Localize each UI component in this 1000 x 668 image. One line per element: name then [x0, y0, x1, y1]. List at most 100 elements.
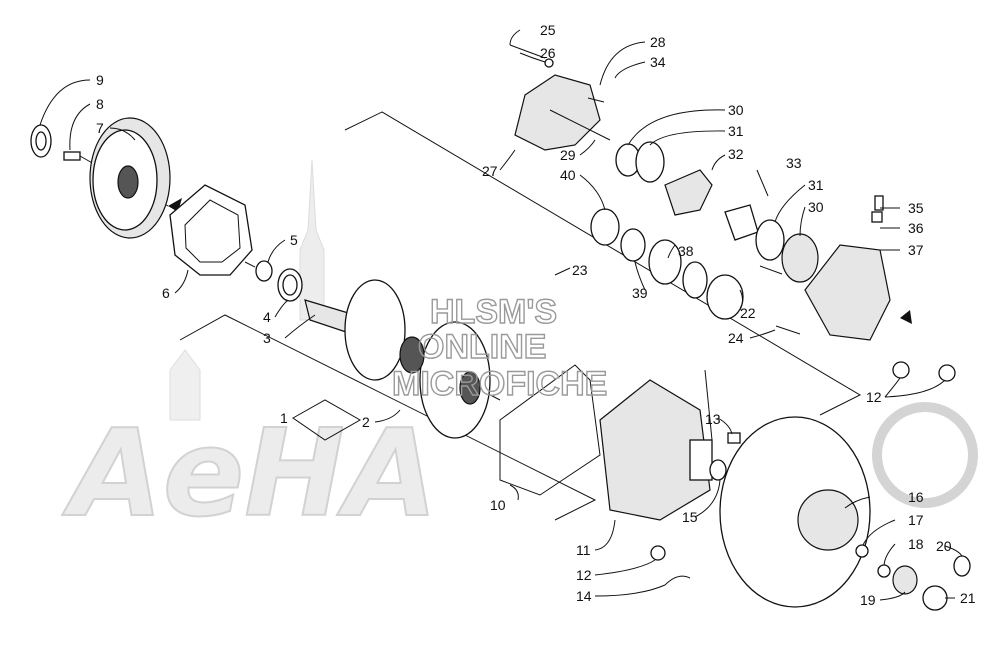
seal-ring [706, 274, 744, 320]
washer-part-17 [855, 544, 869, 558]
leader-18 [883, 543, 896, 566]
bolt-part-18 [877, 564, 891, 578]
callout-14: 14 [576, 588, 592, 604]
leader-26 [519, 52, 546, 63]
leader-31b [774, 184, 806, 223]
callout-8: 8 [96, 96, 104, 112]
callout-3: 3 [263, 330, 271, 346]
callout-12: 12 [866, 389, 882, 405]
leader-12b [594, 559, 656, 576]
callout-13: 13 [705, 411, 721, 427]
callout-16: 16 [908, 489, 924, 505]
bearing-part-39 [620, 228, 646, 262]
seal-part-31 [635, 141, 665, 183]
assembly-outlines [179, 111, 862, 521]
callout-37: 37 [908, 242, 924, 258]
leader-20 [944, 545, 963, 557]
callout-6: 6 [162, 285, 170, 301]
nut-part-12a [892, 361, 910, 379]
leader-8 [69, 103, 91, 151]
leader-5 [267, 239, 286, 263]
leader-34 [614, 61, 646, 79]
clip-part-14 [664, 575, 691, 586]
pin-part-29 [549, 109, 611, 141]
bolt-part-22 [759, 265, 783, 275]
nut-part-12a2 [938, 364, 956, 382]
leader-3 [284, 314, 316, 339]
callout-15: 15 [682, 509, 698, 525]
leader-6 [174, 269, 189, 294]
sprocket-right-disc [419, 321, 491, 439]
callout-21: 21 [960, 590, 976, 606]
brake-pad-part-32 [664, 169, 713, 216]
leader-19 [879, 591, 906, 601]
housing-stud [244, 261, 256, 268]
callout-31b: 31 [808, 177, 824, 193]
callout-29: 29 [560, 147, 576, 163]
caliper-group-outline [344, 111, 862, 416]
callout-24: 24 [728, 330, 744, 346]
watermark-line-3: MICROFICHE [392, 365, 607, 403]
callout-39: 39 [632, 285, 648, 301]
leader-30a [627, 109, 726, 146]
sprocket-part-2 [344, 279, 491, 439]
callout-11: 11 [576, 542, 591, 558]
watermark-wheel-icon [872, 402, 978, 508]
caliper-housing-part-37 [804, 244, 891, 341]
leader-30b [799, 206, 806, 237]
brake-caliper-group [509, 44, 956, 382]
housing-plate-part-6 [169, 184, 256, 276]
leader-11 [594, 519, 616, 551]
watermark: AeHA [61, 159, 978, 545]
leader-22 [739, 289, 743, 311]
leader-38 [667, 244, 676, 259]
leader-13 [717, 417, 733, 435]
bearing-bore [282, 274, 298, 296]
callout-36: 36 [908, 220, 924, 236]
cap-part-21 [922, 585, 948, 611]
callout-30: 30 [728, 102, 744, 118]
callout-30b: 30 [808, 199, 824, 215]
part-number-callouts: 25 26 28 34 9 8 7 30 31 27 29 32 33 40 3… [96, 22, 976, 608]
bolt-part-24 [775, 325, 801, 335]
driven-pulley-assembly [30, 117, 182, 239]
leader-27 [499, 149, 516, 171]
spring-part-33 [756, 169, 769, 197]
sprocket-bearing [459, 371, 481, 405]
spacer-ring [682, 261, 708, 299]
washer-hole [35, 131, 47, 151]
caliper-part-27 [514, 74, 601, 151]
callout-38: 38 [678, 243, 694, 259]
leader-31a [649, 130, 726, 146]
fitting-part-36 [871, 211, 883, 223]
bracket-plate [724, 204, 759, 241]
leader-14 [594, 584, 666, 597]
callout-7: 7 [96, 120, 104, 136]
sprocket-hub [399, 336, 425, 374]
nut-part-12b [650, 545, 666, 561]
leader-lines [39, 29, 963, 601]
leader-9 [39, 79, 91, 126]
callout-12b: 12 [576, 567, 592, 583]
leader-40 [579, 174, 606, 211]
leader-2 [374, 409, 401, 423]
gasket-part-10 [499, 364, 601, 496]
callout-22: 22 [740, 305, 756, 321]
washer-part-26 [544, 58, 554, 68]
leader-32 [711, 154, 726, 171]
callout-23: 23 [572, 262, 588, 278]
bolt-part-13 [727, 432, 741, 444]
watermark-spire-icon [299, 159, 325, 321]
callout-33: 33 [786, 155, 802, 171]
callout-10: 10 [490, 497, 506, 513]
callout-27: 27 [482, 163, 498, 179]
watermark-line-1: HLSM'S [430, 293, 557, 331]
gearcase-group [499, 364, 741, 586]
leader-16 [844, 496, 871, 509]
watermark-line-2: ONLINE [418, 328, 546, 366]
cap-part-20 [953, 555, 971, 577]
callout-2: 2 [362, 414, 370, 430]
shaft-group-outline [179, 314, 597, 521]
pin-part-28 [587, 97, 605, 103]
